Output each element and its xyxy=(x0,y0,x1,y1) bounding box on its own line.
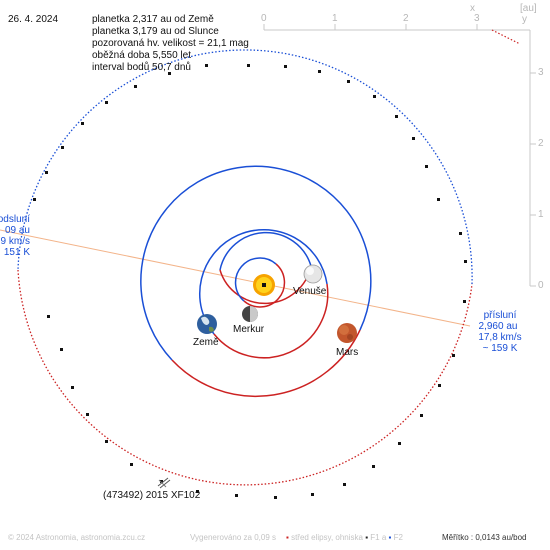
info-distance-sun: planetka 3,179 au od Slunce xyxy=(92,26,219,37)
y-tick-label: 0 xyxy=(538,280,544,291)
x-tick-label: 1 xyxy=(332,13,338,24)
info-period: oběžná doba 5,550 let xyxy=(92,50,191,61)
mars-orbit xyxy=(140,165,372,398)
perihelion-temperature: ~ 159 K xyxy=(482,343,518,354)
x-tick-label: 0 xyxy=(261,13,267,24)
legend-f1-marker: ▪ xyxy=(365,533,369,542)
y-tick-label: 3 xyxy=(538,67,544,78)
venus-orbit xyxy=(219,231,312,305)
info-interval: interval bodů 50,7 dnů xyxy=(92,62,191,73)
y-tick-label: 2 xyxy=(538,138,544,149)
generated-time: Vygenerováno za 0,09 s xyxy=(190,533,276,542)
earth-orbit xyxy=(199,228,329,359)
aphelion-title: odsluní xyxy=(0,214,30,225)
y-axis-label: y xyxy=(522,14,527,25)
axis-unit-label: [au] xyxy=(520,3,537,14)
apsis-line xyxy=(0,229,471,327)
mercury-orbit xyxy=(234,257,286,308)
legend: ▪ střed elipsy, ohniska ▪ F1 a ▪ F2 xyxy=(286,533,403,542)
mercury-icon xyxy=(242,306,258,322)
legend-center-marker: ▪ xyxy=(286,533,289,542)
legend-f1-label: F1 a xyxy=(370,533,387,542)
y-axis-ticks xyxy=(530,72,536,287)
venus-icon xyxy=(303,264,323,284)
legend-center-label: střed elipsy, ohniska xyxy=(291,533,363,542)
scale-label: Měřítko : 0,0143 au/bod xyxy=(442,533,527,542)
mars-icon xyxy=(337,323,357,343)
earth-icon xyxy=(197,314,217,334)
perihelion-title: přísluní xyxy=(483,310,517,321)
legend-f2-marker: ▪ xyxy=(388,533,392,542)
mars-label: Mars xyxy=(336,347,359,358)
orbit-interval-points xyxy=(33,64,467,499)
perihelion-speed: 17,8 km/s xyxy=(478,332,522,343)
x-tick-label: 2 xyxy=(403,13,409,24)
info-distance-earth: planetka 2,317 au od Země xyxy=(92,14,214,25)
y-tick-label: 1 xyxy=(538,209,544,220)
venus-label: Venuše xyxy=(293,286,327,297)
asteroid-orbit xyxy=(17,29,521,486)
asteroid-icon xyxy=(157,477,171,489)
x-tick-label: 3 xyxy=(474,13,480,24)
info-magnitude: pozorovaná hv. velikost = 21,1 mag xyxy=(92,38,249,49)
legend-f2-label: F2 xyxy=(393,533,403,542)
x-axis-label: x xyxy=(470,3,475,14)
aphelion-distance: 09 au xyxy=(4,225,30,236)
perihelion-distance: 2,960 au xyxy=(478,321,518,332)
mercury-label: Merkur xyxy=(233,324,265,335)
earth-label: Země xyxy=(193,337,219,348)
asteroid-name: (473492) 2015 XF102 xyxy=(103,490,201,501)
sun-icon xyxy=(253,274,275,296)
x-axis-ticks xyxy=(263,24,478,30)
aphelion-temperature: 151 K xyxy=(3,247,30,258)
aphelion-speed: 9 km/s xyxy=(0,236,30,247)
copyright-text: © 2024 Astronomia, astronomia.zcu.cz xyxy=(8,533,146,542)
date-label: 26. 4. 2024 xyxy=(8,14,59,25)
